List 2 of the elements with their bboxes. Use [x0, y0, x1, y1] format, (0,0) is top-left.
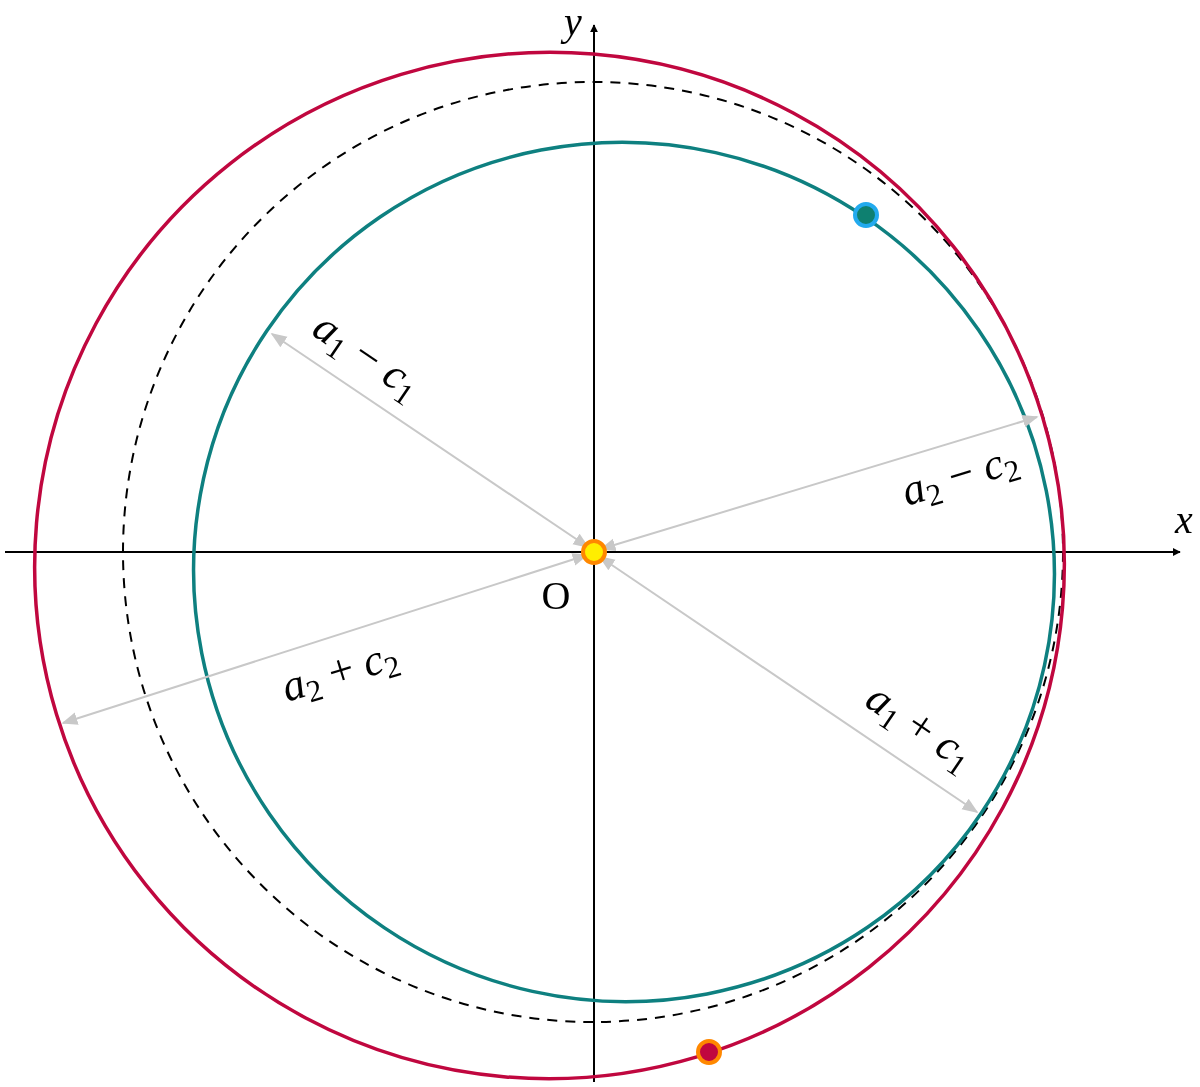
origin-label: O [541, 576, 571, 616]
axis-label: x [1175, 500, 1193, 540]
